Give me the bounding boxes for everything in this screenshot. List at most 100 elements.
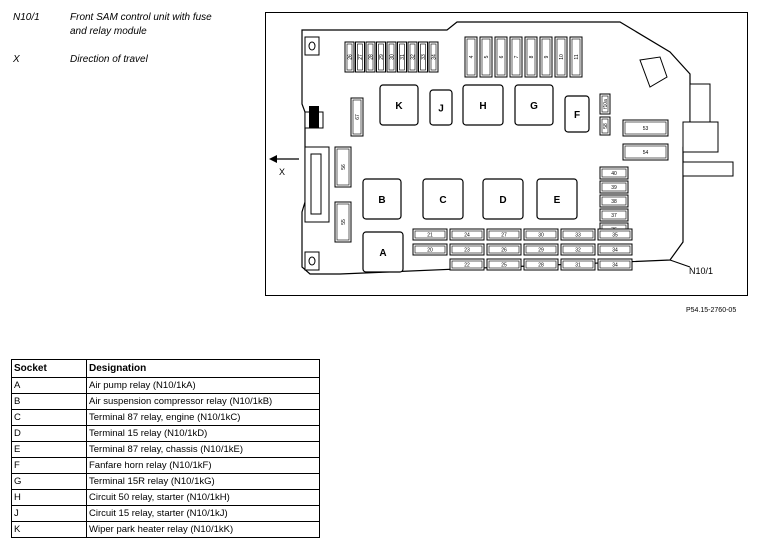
- legend-value-n10-1: Front SAM control unit with fuse and rel…: [70, 11, 270, 39]
- fuse-label: 38: [611, 199, 617, 205]
- socket-cell: F: [11, 457, 87, 474]
- fuse-label: 31: [400, 54, 406, 60]
- relay-label: H: [479, 101, 486, 112]
- fuse-label: 29: [379, 54, 385, 60]
- mounting-holes: [304, 36, 320, 271]
- fuse-label: 34: [432, 54, 438, 60]
- table-header-row: Socket Designation: [11, 359, 320, 378]
- fuse-label: 56: [341, 164, 347, 170]
- connector: 67: [350, 97, 364, 137]
- designation-cell: Terminal 87 relay, chassis (N10/1kE): [86, 441, 320, 458]
- relay-socket-d: D: [482, 178, 524, 220]
- right-fuse: 39: [599, 180, 629, 194]
- bottom-fuse: 28: [523, 258, 559, 271]
- reference-code: P54.15-2760-05: [686, 307, 737, 314]
- socket-cell: D: [11, 425, 87, 442]
- relay-socket-e: E: [536, 178, 578, 220]
- top-fuse: 31: [397, 41, 407, 73]
- fuse-label: 37: [611, 213, 617, 219]
- designation-cell: Wiper park heater relay (N10/1kK): [86, 521, 320, 538]
- fuse-label: 20: [427, 248, 433, 254]
- fuse-label: 55: [341, 219, 347, 225]
- small-fuse: 58: [599, 116, 611, 136]
- fuse-label: 21: [427, 233, 433, 239]
- fuse-label: 30: [538, 233, 544, 239]
- designation-cell: Terminal 15 relay (N10/1kD): [86, 425, 320, 442]
- fuse-label: 58: [603, 123, 609, 129]
- fuse-label: 34: [612, 248, 618, 254]
- socket-cell: K: [11, 521, 87, 538]
- connector: 56: [334, 146, 352, 188]
- bottom-fuse: 33: [560, 228, 596, 241]
- fuse-label: 7: [514, 55, 520, 58]
- right-fuse: 37: [599, 208, 629, 222]
- bottom-fuse: 34: [597, 258, 633, 271]
- bottom-fuse: 24: [449, 228, 485, 241]
- bottom-fuse: 31: [560, 258, 596, 271]
- relay-socket-a: A: [362, 231, 404, 273]
- fuse-label: f10a: [603, 99, 609, 109]
- top-fuse: 7: [509, 36, 523, 78]
- top-fuse: 33: [418, 41, 428, 73]
- relay-socket-b: B: [362, 178, 402, 220]
- top-fuse: 32: [407, 41, 418, 73]
- fuse-label: 53: [643, 126, 649, 132]
- top-fuse: 28: [365, 41, 376, 73]
- right-fuse: 40: [599, 166, 629, 180]
- bottom-fuse: 23: [449, 243, 485, 256]
- x-label: X: [279, 167, 285, 177]
- legend-value-x: Direction of travel: [70, 54, 148, 65]
- fuse-label: 34: [612, 263, 618, 269]
- top-fuse: 11: [569, 36, 583, 78]
- fuse-label: 8: [529, 55, 535, 58]
- relay-label: E: [554, 195, 561, 206]
- fuse-label: 67: [355, 114, 361, 120]
- fuse-label: 22: [464, 263, 470, 269]
- small-fuse: f10a: [599, 93, 611, 115]
- fuse-label: 27: [358, 54, 364, 60]
- fuse-label: 32: [575, 248, 581, 254]
- fuse-label: 11: [574, 54, 580, 59]
- designation-cell: Air pump relay (N10/1kA): [86, 377, 320, 394]
- top-fuse: 34: [428, 41, 439, 73]
- fuse-label: 30: [390, 54, 396, 60]
- socket-cell: J: [11, 505, 87, 522]
- top-fuse: 5: [479, 36, 493, 78]
- top-fuse: 26: [344, 41, 355, 73]
- fuse-label: 6: [499, 55, 505, 58]
- relay-label: K: [395, 101, 403, 112]
- diagram-frame: [265, 12, 748, 296]
- socket-cell: C: [11, 409, 87, 426]
- left-connector: [304, 106, 330, 223]
- top-fuse: 29: [376, 41, 386, 73]
- top-fuse: 4: [464, 36, 478, 78]
- fuse-label: 24: [464, 233, 470, 239]
- right-fuse: 38: [599, 194, 629, 208]
- top-fuse: 6: [494, 36, 508, 78]
- bottom-fuse: 30: [523, 228, 559, 241]
- fuse-label: 28: [538, 263, 544, 269]
- relay-label: G: [530, 101, 538, 112]
- designation-cell: Terminal 87 relay, engine (N10/1kC): [86, 409, 320, 426]
- top-fuse: 27: [355, 41, 365, 73]
- legend-key-x: X: [13, 54, 20, 65]
- relay-socket-f: F: [564, 95, 590, 133]
- relay-socket-c: C: [422, 178, 464, 220]
- bottom-fuse: 25: [486, 258, 522, 271]
- top-fuse: 10: [554, 36, 568, 78]
- relay-label: A: [379, 248, 386, 259]
- fuse-label: 5: [484, 55, 490, 58]
- bottom-fuse: 32: [560, 243, 596, 256]
- designation-cell: Circuit 50 relay, starter (N10/1kH): [86, 489, 320, 506]
- fuse-label: 27: [501, 233, 507, 239]
- bottom-fuse: 20: [412, 243, 448, 256]
